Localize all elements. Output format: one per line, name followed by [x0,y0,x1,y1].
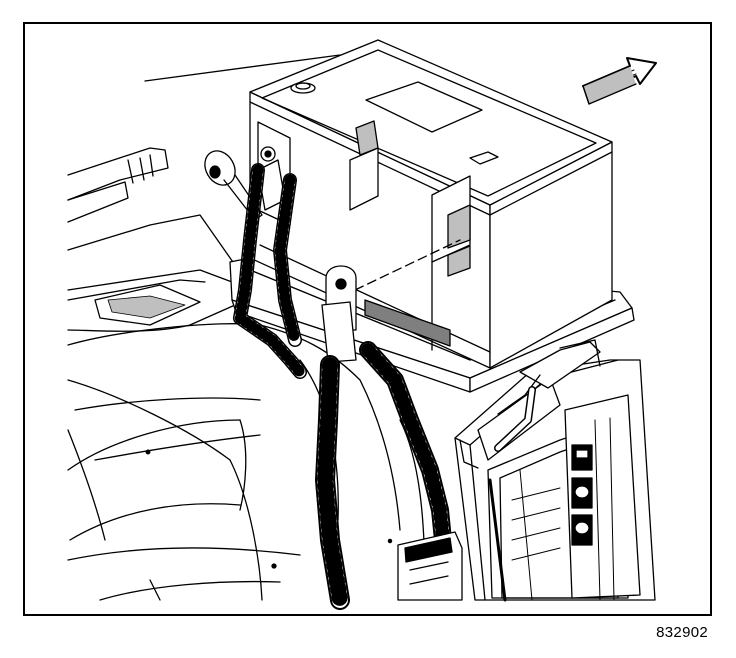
battery [249,39,613,369]
leader-lines [144,54,461,291]
forward-arrow-icon [582,57,657,105]
wiring-connector [397,531,463,601]
positive-cable [315,265,454,610]
negative-cable [204,150,307,379]
underhood-fuse-block [454,339,656,602]
figure-number: 832902 [656,624,708,641]
